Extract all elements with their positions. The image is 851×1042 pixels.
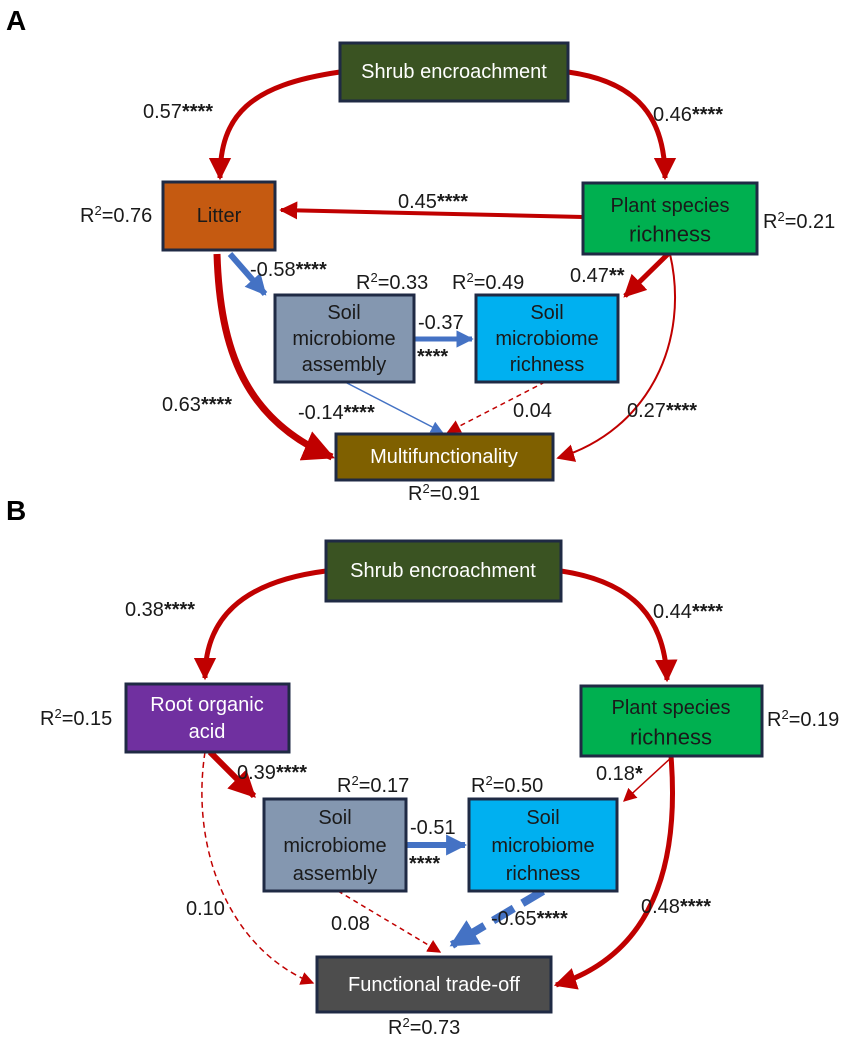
r2-b-outcome: R2=0.73 [388, 1015, 460, 1040]
node-a-assembly-label-line1: Soil [327, 302, 360, 324]
node-b-plant-label-line2: richness [630, 725, 712, 750]
panel-b: B Shrub encroachment Root organic acid P… [6, 495, 839, 1039]
node-b-assembly-label-line2: microbiome [283, 835, 386, 857]
node-b-outcome-label: Functional trade-off [348, 974, 520, 996]
node-b-root-label-line2: acid [189, 721, 226, 743]
node-a-richness-label-line3: richness [510, 354, 584, 376]
arrow-a-plant-to-richness [623, 252, 670, 298]
coef-b-assembly-to-richness: -0.51 [410, 817, 456, 839]
coef-a-litter-to-outcome: 0.63**** [162, 394, 232, 416]
node-a-outcome: Multifunctionality [334, 432, 555, 482]
node-a-shrub: Shrub encroachment [338, 41, 570, 103]
r2-b-richness: R2=0.50 [471, 773, 543, 798]
arrow-b-shrub-to-plant [560, 568, 678, 683]
arrow-b-plant-to-richness [623, 755, 674, 802]
node-a-plant-label-line1: Plant species [611, 195, 730, 217]
node-b-outcome: Functional trade-off [315, 955, 553, 1014]
arrow-b-plant-to-outcome [553, 755, 676, 990]
arrow-a-plant-to-outcome [556, 253, 677, 462]
node-b-richness-label-line1: Soil [526, 807, 559, 829]
node-a-richness-label-line2: microbiome [495, 328, 598, 350]
coef-b-root-to-outcome: 0.10 [186, 898, 225, 920]
coef-a-shrub-right: 0.46**** [653, 104, 723, 126]
r2-a-richness: R2=0.49 [452, 270, 524, 295]
node-a-plant: Plant species richness [581, 181, 759, 256]
node-b-richness: Soil microbiome richness [467, 797, 619, 893]
coef-a-richness-to-outcome: 0.04 [513, 400, 552, 422]
node-b-plant-label-line1: Plant species [612, 697, 731, 719]
coef-b-shrub-left: 0.38**** [125, 599, 195, 621]
r2-b-assembly: R2=0.17 [337, 773, 409, 798]
coef-a-plant-to-richness: 0.47** [570, 265, 625, 287]
arrow-b-root-to-outcome [201, 751, 315, 985]
node-b-richness-label-line3: richness [506, 863, 580, 885]
arrow-b-root-to-assembly [207, 749, 257, 799]
coef-b-plant-to-outcome: 0.48**** [641, 896, 711, 918]
panel-a-label: A [6, 5, 26, 36]
r2-a-assembly: R2=0.33 [356, 270, 428, 295]
node-a-assembly-label-line2: microbiome [292, 328, 395, 350]
node-b-shrub-label: Shrub encroachment [350, 560, 536, 582]
coef-b-assembly-to-outcome: 0.08 [331, 913, 370, 935]
arrow-a-shrub-to-plant [567, 69, 677, 181]
arrow-a-assembly-to-outcome [344, 381, 444, 433]
coef-a-assembly-to-richness: -0.37 [418, 312, 464, 334]
panel-a: A Shrub encroachment Litter Plant specie… [6, 5, 835, 505]
coef-a-assembly-to-outcome: -0.14**** [298, 402, 375, 424]
coef-a-shrub-left: 0.57**** [143, 101, 213, 123]
node-b-root-label-line1: Root organic [150, 694, 263, 716]
arrow-a-shrub-to-litter [208, 69, 341, 181]
node-b-assembly: Soil microbiome assembly [262, 797, 408, 893]
node-a-plant-label-line2: richness [629, 222, 711, 247]
r2-a-plant: R2=0.21 [763, 209, 835, 234]
r2-a-litter: R2=0.76 [80, 203, 152, 228]
node-b-shrub: Shrub encroachment [324, 539, 563, 603]
arrow-a-richness-to-outcome [446, 381, 546, 433]
node-b-assembly-label-line1: Soil [318, 807, 351, 829]
node-a-litter: Litter [161, 180, 277, 252]
node-a-assembly: Soil microbiome assembly [273, 293, 416, 384]
node-b-assembly-label-line3: assembly [293, 863, 377, 885]
coef-b-assembly-to-richness-stars: **** [409, 853, 440, 875]
arrow-a-litter-to-outcome [213, 253, 335, 461]
coef-b-shrub-right: 0.44**** [653, 601, 723, 623]
arrow-b-assembly-to-outcome [337, 890, 442, 953]
arrow-b-shrub-to-root [193, 568, 327, 681]
coef-b-plant-to-richness: 0.18* [596, 763, 643, 785]
node-a-shrub-label: Shrub encroachment [361, 61, 547, 83]
node-a-outcome-label: Multifunctionality [370, 446, 518, 468]
arrow-a-litter-to-assembly [227, 252, 268, 296]
coef-a-plant-to-outcome: 0.27**** [627, 400, 697, 422]
node-b-plant: Plant species richness [579, 684, 764, 758]
coef-a-litter-to-assembly: -0.58**** [250, 259, 327, 281]
arrow-a-plant-to-litter [279, 201, 584, 220]
r2-b-root: R2=0.15 [40, 706, 112, 731]
node-a-assembly-label-line3: assembly [302, 354, 386, 376]
arrow-b-richness-to-outcome [449, 887, 546, 949]
coef-a-plant-to-litter: 0.45**** [398, 191, 468, 213]
node-a-richness: Soil microbiome richness [474, 293, 620, 384]
r2-a-outcome: R2=0.91 [408, 481, 480, 506]
node-a-litter-label: Litter [197, 205, 242, 227]
node-b-richness-label-line2: microbiome [491, 835, 594, 857]
node-b-root: Root organic acid [124, 682, 291, 754]
panel-b-label: B [6, 495, 26, 526]
coef-b-root-to-assembly: 0.39**** [237, 762, 307, 784]
coef-b-richness-to-outcome: -0.65**** [491, 908, 568, 930]
coef-a-assembly-to-richness-stars: **** [417, 346, 448, 368]
r2-b-plant: R2=0.19 [767, 707, 839, 732]
node-a-richness-label-line1: Soil [530, 302, 563, 324]
